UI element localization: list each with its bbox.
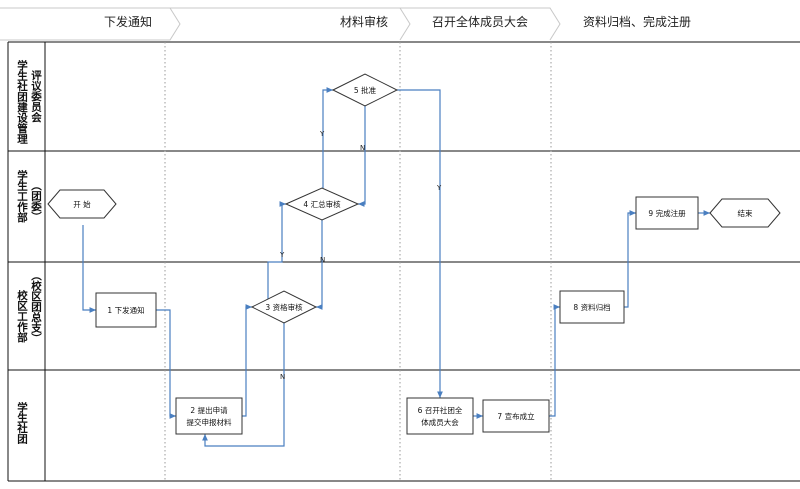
- svg-text:5 批准: 5 批准: [354, 85, 377, 95]
- phase-title: 下发通知: [104, 14, 152, 29]
- flow-line: [82, 225, 96, 313]
- phase-chevron-1: [0, 7, 181, 41]
- flow-line: [202, 323, 285, 447]
- lane-label-2: 学生工作部 （团委）: [16, 169, 42, 223]
- svg-text:学生社团建设管理: 学生社团建设管理: [16, 59, 28, 144]
- decision-approve: 5 批准: [331, 73, 399, 107]
- svg-text:评议委员会: 评议委员会: [30, 69, 42, 123]
- flow-line: [322, 87, 333, 188]
- phase-chevron-3: [400, 7, 561, 41]
- svg-text:6 召开社团全: 6 召开社团全: [418, 405, 463, 415]
- phase-dividers: [164, 42, 552, 481]
- svg-text:体成员大会: 体成员大会: [421, 417, 459, 427]
- flow-line: [267, 201, 286, 307]
- step-complete-registration: 9 完成注册: [635, 196, 699, 230]
- svg-text:3 资格审核: 3 资格审核: [265, 302, 303, 312]
- edge-label: Y: [319, 130, 325, 138]
- svg-text:提交申报材料: 提交申报材料: [187, 417, 232, 427]
- svg-text:结束: 结束: [738, 208, 753, 218]
- svg-text:8 资料归档: 8 资料归档: [573, 302, 610, 312]
- svg-text:学生社团: 学生社团: [16, 401, 28, 445]
- svg-text:学生工作部: 学生工作部: [16, 169, 28, 223]
- svg-text:校区工作部: 校区工作部: [16, 289, 28, 343]
- swimlane-grid: [7, 41, 800, 482]
- phase-header: [0, 7, 561, 41]
- flow-line: [242, 304, 252, 417]
- phase-chevron-2: [170, 7, 411, 41]
- lane-label-3: 校区工作部 （校区团总支）: [16, 270, 42, 344]
- step-general-meeting: 6 召开社团全 体成员大会: [406, 397, 474, 435]
- svg-text:1 下发通知: 1 下发通知: [107, 305, 144, 315]
- step-archive-materials: 8 资料归档: [559, 290, 625, 324]
- flow-connectors: [82, 87, 710, 447]
- edge-label: N: [280, 373, 285, 381]
- step-submit-application: 2 提出申请 提交申报材料: [175, 397, 243, 435]
- svg-text:7 宣布成立: 7 宣布成立: [497, 411, 535, 421]
- phase-title: 召开全体成员大会: [432, 14, 528, 29]
- edge-label: Y: [279, 251, 285, 259]
- flow-line: [397, 89, 443, 398]
- phase-title: 材料审核: [340, 14, 388, 29]
- flow-line: [156, 309, 176, 419]
- svg-text:（团委）: （团委）: [30, 180, 42, 222]
- svg-text:4 汇总审核: 4 汇总审核: [303, 199, 341, 209]
- lane-label-4: 学生社团: [16, 401, 28, 445]
- decision-summary-review: 4 汇总审核: [284, 187, 360, 221]
- phase-title: 资料归档、完成注册: [583, 14, 691, 29]
- svg-text:开 始: 开 始: [73, 199, 91, 209]
- flow-line: [624, 210, 636, 308]
- svg-text:（校区团总支）: （校区团总支）: [30, 270, 42, 344]
- svg-text:9 完成注册: 9 完成注册: [648, 208, 686, 218]
- decision-qualification-review: 3 资格审核: [250, 290, 318, 324]
- edge-label: Y: [436, 184, 442, 192]
- svg-text:2 提出申请: 2 提出申请: [190, 405, 228, 415]
- end-node: 结束: [709, 198, 781, 228]
- step-issue-notice: 1 下发通知: [95, 292, 157, 328]
- flow-line: [316, 220, 323, 310]
- flow-line: [549, 304, 560, 417]
- step-announce-establishment: 7 宣布成立: [482, 399, 550, 433]
- lane-label-1: 学生社团建设管理 评议委员会: [16, 59, 42, 144]
- edge-label: N: [320, 256, 325, 264]
- flow-line: [358, 106, 366, 207]
- edge-label: N: [360, 144, 365, 152]
- start-node: 开 始: [47, 189, 117, 219]
